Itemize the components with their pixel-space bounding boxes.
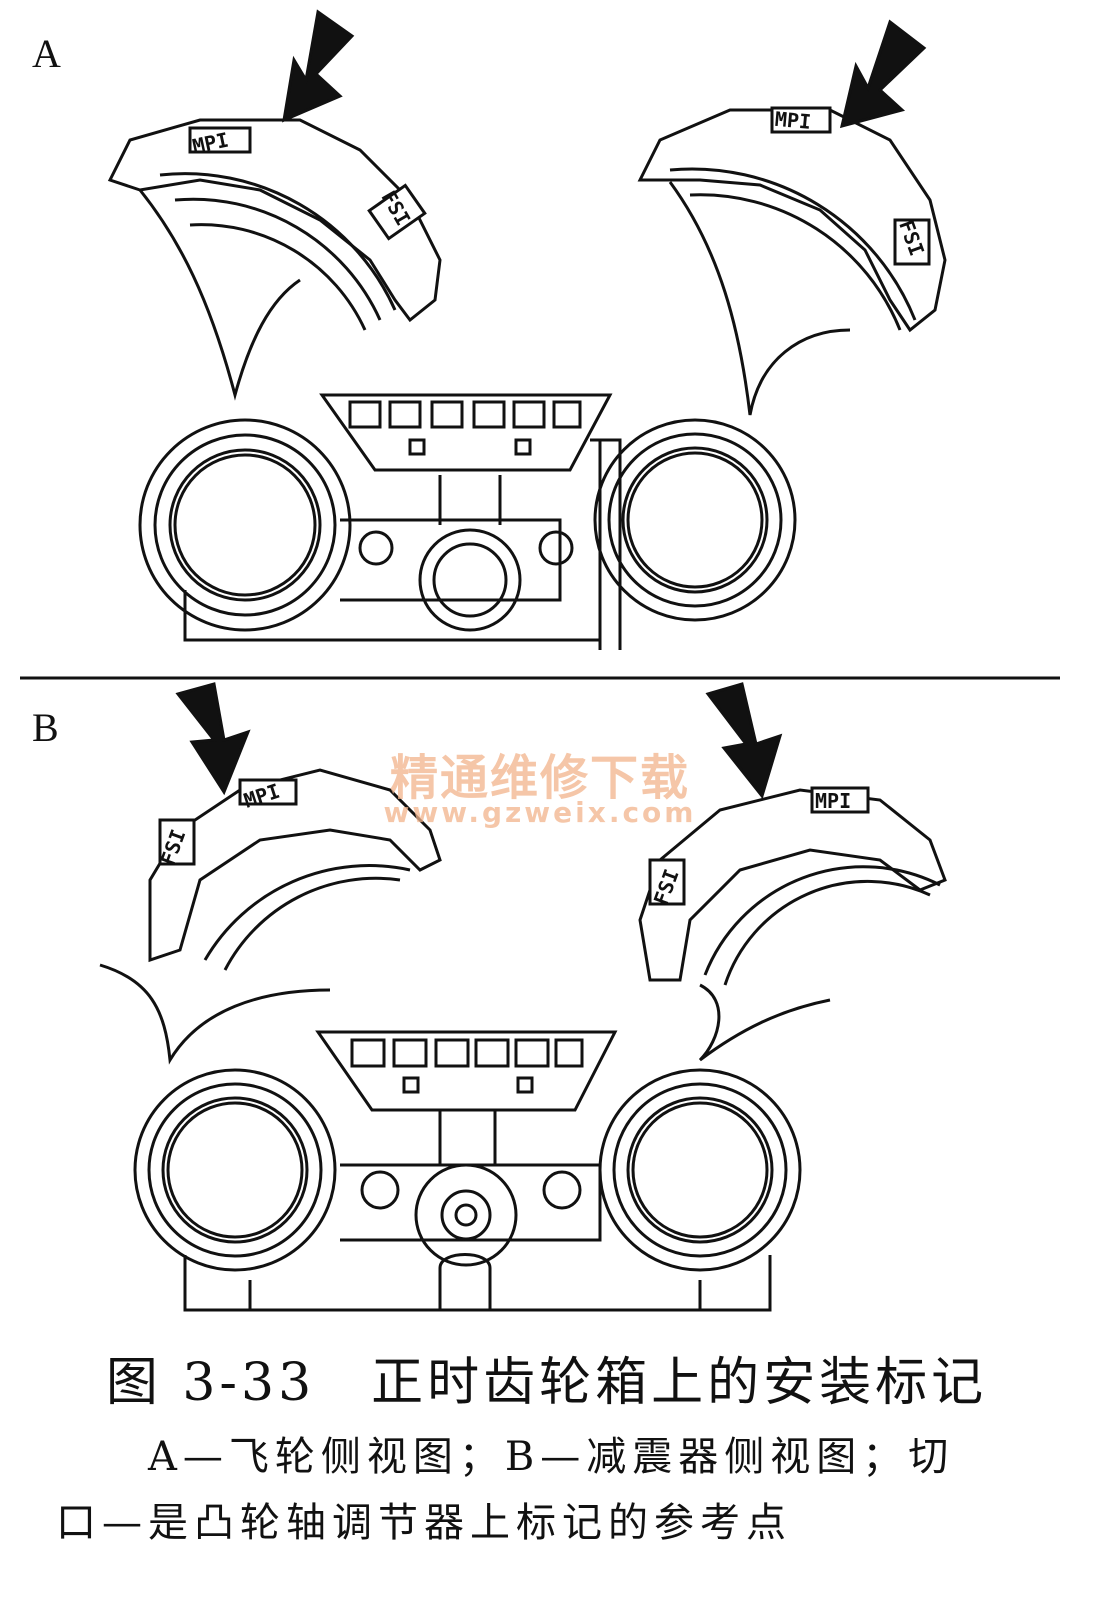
panel-b-left-callout: MPI FSI (99, 768, 442, 1065)
panel-b-label: B (32, 705, 59, 750)
arrow-b-right (705, 682, 783, 800)
figure-caption-line-1: A—飞轮侧视图；B—减震器侧视图；切 (148, 1434, 955, 1480)
arrow-a-right (839, 19, 927, 129)
panel-a-right-callout: MPI FSI (637, 106, 947, 416)
panel-a-drawing: MPI FSI MPI FSI (107, 9, 947, 650)
figure-caption-title: 图 3-33 正时齿轮箱上的安装标记 (105, 1353, 988, 1413)
panel-b-engine (133, 1030, 802, 1312)
panel-a-label: A (32, 31, 61, 76)
panel-a-left-callout: MPI FSI (107, 118, 442, 401)
mark-mpi-b-right: MPI (815, 789, 851, 813)
figure-caption-line-2: 口—是凸轮轴调节器上标记的参考点 (56, 1500, 792, 1546)
watermark-url: www.gzweix.com (383, 796, 697, 829)
panel-b-right-callout: MPI FSI (638, 786, 947, 1062)
arrow-b-left (175, 682, 251, 796)
mark-mpi-a-right: MPI (774, 107, 812, 134)
watermark-title: 精通维修下载 (389, 750, 690, 806)
panel-b-drawing: MPI FSI MPI FSI (99, 682, 947, 1312)
arrow-a-left (282, 9, 355, 123)
panel-a-engine (138, 393, 797, 650)
